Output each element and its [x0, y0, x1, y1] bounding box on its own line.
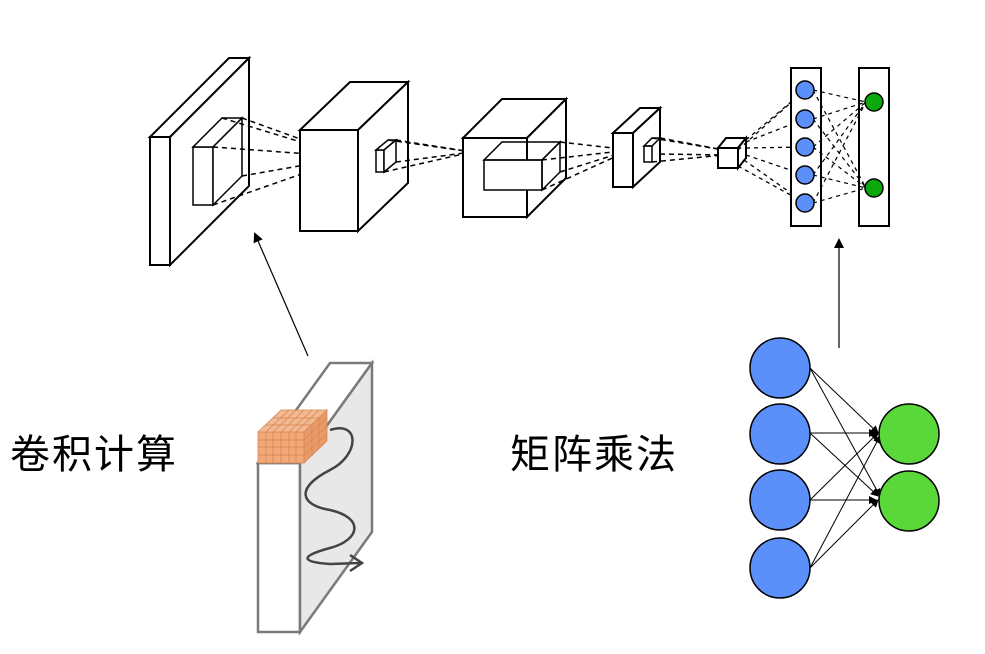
projection-lines-2 [383, 139, 473, 173]
input-slab-side [298, 359, 374, 636]
matmul-output-node [878, 470, 940, 532]
input-slab-front [256, 461, 302, 634]
matrix-multiplication-label: 矩阵乘法 [510, 432, 678, 478]
kernel-cube [257, 409, 328, 464]
fc-hidden-node [795, 137, 815, 157]
fc-output-node [864, 92, 884, 112]
cnn-pipeline [147, 55, 890, 268]
fc-connections [812, 89, 867, 204]
matrix-mult-illustration [749, 238, 940, 599]
fc-output-layer [858, 67, 890, 227]
conv-layer-5-box [715, 135, 749, 171]
conv-layer-4-box [610, 105, 663, 190]
matmul-input-node [749, 337, 811, 399]
convolution-illustration [253, 232, 375, 636]
matmul-input-node [749, 537, 811, 599]
matmul-input-nodes [749, 337, 811, 599]
matmul-input-node [749, 403, 811, 465]
fc-hidden-node [795, 165, 815, 185]
fc-hidden-node [795, 109, 815, 129]
fc-hidden-node [795, 80, 815, 100]
projection-lines-4 [651, 137, 725, 163]
matmul-connections [809, 367, 881, 569]
fc-output-nodes [864, 92, 884, 198]
fc-hidden-nodes [795, 80, 815, 213]
matmul-input-node [749, 469, 811, 531]
conv-layer-2-box [297, 79, 411, 234]
conv-pointer-arrow [253, 232, 309, 357]
matmul-output-nodes [878, 403, 940, 532]
matmul-output-node [878, 403, 940, 465]
input-layer-box [147, 55, 252, 268]
sliding-path-arrowhead [349, 553, 365, 573]
conv-layer-3-box [460, 96, 569, 220]
fc-hidden-node [795, 193, 815, 213]
convolution-label: 卷积计算 [10, 432, 178, 478]
sliding-path-arrow [304, 427, 361, 566]
fc-output-node [864, 178, 884, 198]
